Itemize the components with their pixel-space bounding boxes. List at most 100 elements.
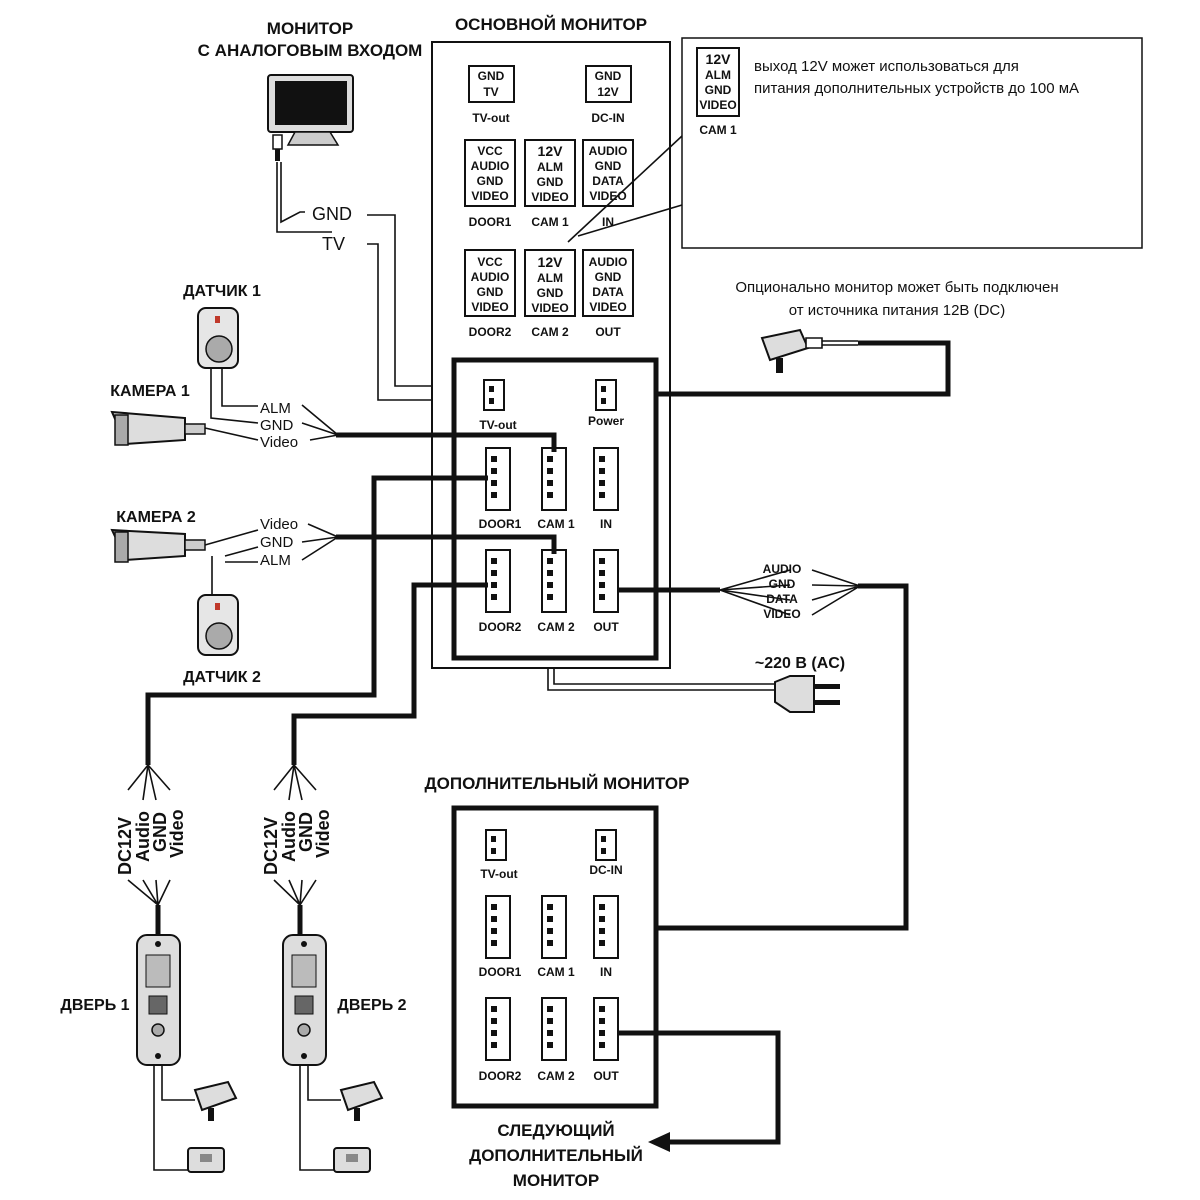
svg-text:GND: GND xyxy=(537,286,564,300)
sensor1-icon xyxy=(197,307,239,369)
svg-text:CAM 1: CAM 1 xyxy=(699,123,737,137)
camera2-label: КАМЕРА 2 xyxy=(116,509,196,526)
camera1-label: КАМЕРА 1 xyxy=(110,383,190,400)
svg-text:Power: Power xyxy=(588,414,624,428)
ac-power-label: ~220 В (AC) xyxy=(755,655,845,672)
svg-text:ALM: ALM xyxy=(537,160,563,174)
extra-tv-out-connector: TV-out xyxy=(480,829,518,881)
svg-text:VIDEO: VIDEO xyxy=(531,190,568,204)
svg-text:CAM 1: CAM 1 xyxy=(537,517,575,531)
camera2-wire-video: Video xyxy=(260,516,298,533)
dc-adapter-plug xyxy=(760,328,823,373)
svg-text:CAM 2: CAM 2 xyxy=(537,1069,575,1083)
svg-text:VCC: VCC xyxy=(477,255,503,269)
sensor2-icon xyxy=(197,594,239,656)
main-out-connector: OUT xyxy=(593,549,619,634)
pinout-in: AUDIO GND DATA VIDEO IN xyxy=(582,139,634,229)
main-in-connector: IN xyxy=(593,447,619,531)
svg-text:CAM 2: CAM 2 xyxy=(531,325,569,339)
main-door1-connector: DOOR1 xyxy=(479,447,522,531)
svg-text:DOOR1: DOOR1 xyxy=(479,517,522,531)
svg-text:DOOR1: DOOR1 xyxy=(479,965,522,979)
note-12v-text-line2: питания дополнительных устройств до 100 … xyxy=(754,80,1079,97)
door1-wire-dc12v: DC12V xyxy=(115,817,135,875)
ac-plug-icon xyxy=(774,675,840,713)
svg-text:GND: GND xyxy=(478,69,505,83)
note-12v-pinout: 12V ALM GND VIDEO CAM 1 xyxy=(696,47,740,137)
next-monitor-arrow-icon xyxy=(648,1132,670,1152)
main-power-connector: Power xyxy=(588,379,624,428)
sensor1-label: ДАТЧИК 1 xyxy=(183,283,261,300)
door2-lock-icon xyxy=(333,1147,371,1173)
svg-text:VIDEO: VIDEO xyxy=(589,300,626,314)
bus-wire-gnd: GND xyxy=(769,577,796,591)
door1-wire-gnd: GND xyxy=(150,812,170,852)
door2-wire-gnd: GND xyxy=(296,812,316,852)
svg-text:CAM 1: CAM 1 xyxy=(537,965,575,979)
svg-text:VIDEO: VIDEO xyxy=(589,189,626,203)
extra-door2-connector: DOOR2 xyxy=(479,997,522,1083)
main-tv-out-connector: TV-out xyxy=(479,379,517,432)
pinout-cam2: 12V ALM GND VIDEO CAM 2 xyxy=(524,249,576,339)
pinout-tv-out: GND TV TV-out xyxy=(468,65,515,125)
svg-text:GND: GND xyxy=(477,174,504,188)
sensor2-label: ДАТЧИК 2 xyxy=(183,669,261,686)
svg-text:GND: GND xyxy=(595,270,622,284)
svg-text:CAM 2: CAM 2 xyxy=(537,620,575,634)
svg-text:OUT: OUT xyxy=(593,620,619,634)
svg-text:VCC: VCC xyxy=(477,144,503,158)
extra-out-connector: OUT xyxy=(593,997,619,1083)
svg-text:GND: GND xyxy=(705,83,732,97)
svg-text:GND: GND xyxy=(595,69,622,83)
camera2-wire-gnd: GND xyxy=(260,534,294,551)
svg-text:TV-out: TV-out xyxy=(479,418,516,432)
camera1-wire-gnd: GND xyxy=(260,417,294,434)
svg-text:IN: IN xyxy=(600,965,612,979)
camera2-icon xyxy=(110,528,206,563)
svg-text:12V: 12V xyxy=(706,51,732,67)
optional-power-note-line1: Опционально монитор может быть подключен xyxy=(735,279,1058,296)
svg-text:DOOR2: DOOR2 xyxy=(479,1069,522,1083)
svg-text:AUDIO: AUDIO xyxy=(471,270,510,284)
door1-panel xyxy=(136,934,181,1066)
svg-text:12V: 12V xyxy=(597,85,618,99)
svg-text:AUDIO: AUDIO xyxy=(589,144,628,158)
door1-wire-audio: Audio xyxy=(133,811,153,862)
svg-text:IN: IN xyxy=(600,517,612,531)
door1-lock-icon xyxy=(187,1147,225,1173)
svg-text:DOOR1: DOOR1 xyxy=(469,215,512,229)
svg-text:TV-out: TV-out xyxy=(472,111,509,125)
main-door2-connector: DOOR2 xyxy=(479,549,522,634)
svg-text:VIDEO: VIDEO xyxy=(531,301,568,315)
door2-wire-audio: Audio xyxy=(279,811,299,862)
svg-text:AUDIO: AUDIO xyxy=(589,255,628,269)
pinout-dc-in: GND 12V DC-IN xyxy=(585,65,632,125)
pinout-cam1: 12V ALM GND VIDEO CAM 1 xyxy=(524,139,576,229)
door2-panel xyxy=(282,934,327,1066)
analog-monitor-title-line1: МОНИТОР xyxy=(267,19,353,38)
door1-adapter-icon xyxy=(193,1080,238,1121)
svg-text:AUDIO: AUDIO xyxy=(471,159,510,173)
svg-text:DC-IN: DC-IN xyxy=(589,863,622,877)
main-monitor-title: ОСНОВНОЙ МОНИТОР xyxy=(455,15,647,34)
bus-wire-video: VIDEO xyxy=(763,607,800,621)
pinout-door2: VCC AUDIO GND VIDEO DOOR2 xyxy=(464,249,516,339)
door2-wire-dc12v: DC12V xyxy=(261,817,281,875)
extra-in-connector: IN xyxy=(593,895,619,979)
optional-power-note-line2: от источника питания 12В (DC) xyxy=(789,302,1006,319)
svg-text:VIDEO: VIDEO xyxy=(471,189,508,203)
svg-text:CAM 1: CAM 1 xyxy=(531,215,569,229)
note-12v-box xyxy=(681,37,1143,249)
analog-wire-tv-label: TV xyxy=(322,234,345,254)
svg-text:GND: GND xyxy=(537,175,564,189)
extra-monitor-title: ДОПОЛНИТЕЛЬНЫЙ МОНИТОР xyxy=(425,774,690,793)
svg-text:OUT: OUT xyxy=(593,1069,619,1083)
next-monitor-label-line2: ДОПОЛНИТЕЛЬНЫЙ xyxy=(469,1146,643,1165)
door1-wire-video: Video xyxy=(167,809,187,858)
note-12v-text-line1: выход 12V может использоваться для xyxy=(754,58,1019,75)
door1-label: ДВЕРЬ 1 xyxy=(60,997,129,1014)
pinout-out: AUDIO GND DATA VIDEO OUT xyxy=(582,249,634,339)
camera1-icon xyxy=(110,410,206,446)
svg-text:GND: GND xyxy=(477,285,504,299)
